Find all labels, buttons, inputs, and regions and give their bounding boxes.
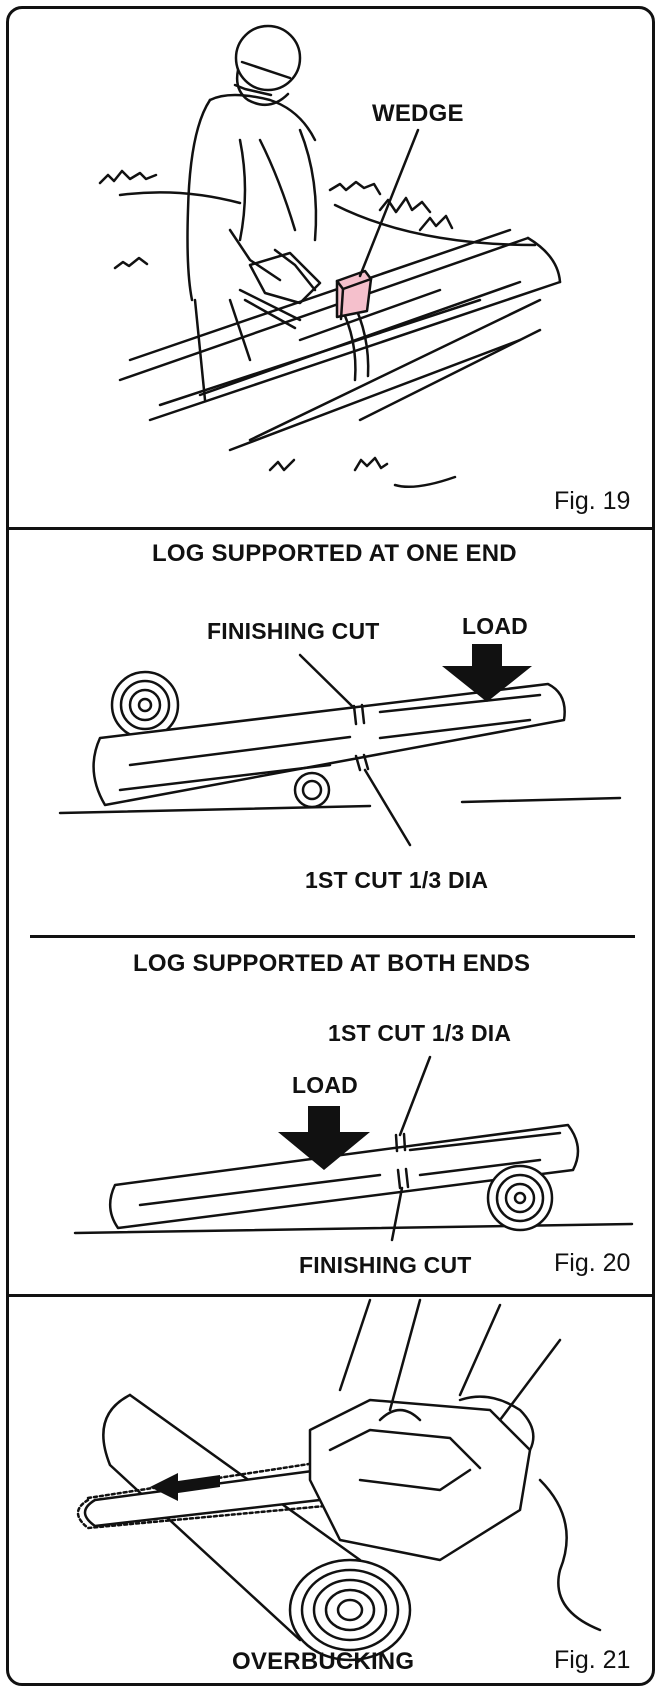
both-ends-title: LOG SUPPORTED AT BOTH ENDS <box>133 950 531 977</box>
log-top-edge <box>118 236 530 382</box>
load-arrow-icon-2 <box>278 1106 370 1170</box>
small-support-round <box>293 771 331 809</box>
chainsaw <box>248 251 322 305</box>
ground-right <box>460 796 622 804</box>
guide-bar <box>83 1468 322 1528</box>
grass-tuft <box>98 169 158 185</box>
wedge-label: WEDGE <box>372 100 464 127</box>
both-ends-finishing-cut: FINISHING CUT <box>299 1252 472 1278</box>
fig20-label: Fig. 20 <box>554 1249 631 1277</box>
log-both-ends <box>109 1123 580 1230</box>
divider-fig20 <box>9 1294 652 1297</box>
fig19-illustration <box>98 24 562 488</box>
fig21-label: Fig. 21 <box>554 1646 631 1674</box>
fig20-one-end-illustration <box>58 644 622 847</box>
finishing-cut-leader <box>298 653 356 710</box>
both-ends-load: LOAD <box>292 1072 358 1098</box>
divider-fig19 <box>9 527 652 530</box>
both-first-cut-leader <box>398 1055 432 1137</box>
one-end-title: LOG SUPPORTED AT ONE END <box>152 540 517 567</box>
both-ends-first-cut: 1ST CUT 1/3 DIA <box>328 1020 512 1046</box>
fig20-both-ends-illustration <box>73 1055 634 1242</box>
wedge-leader-line <box>358 128 420 278</box>
log-end-rings <box>288 1558 412 1662</box>
both-finishing-cut-leader <box>390 1186 404 1242</box>
load-arrow-icon <box>442 644 532 702</box>
log-cylinder <box>102 1393 302 1642</box>
chainsaw-body <box>308 1398 532 1562</box>
one-end-finishing-cut: FINISHING CUT <box>207 618 380 644</box>
divider-fig20-mid <box>30 935 635 938</box>
one-end-load: LOAD <box>462 613 528 639</box>
one-end-first-cut: 1ST CUT 1/3 DIA <box>305 867 489 893</box>
log-one-end <box>92 682 566 807</box>
hard-hat <box>234 24 302 92</box>
ground-left <box>58 804 372 815</box>
overbucking-caption: OVERBUCKING <box>232 1648 415 1675</box>
first-cut-leader <box>363 768 412 847</box>
direction-arrow-icon <box>150 1473 220 1501</box>
ground-both <box>73 1222 634 1235</box>
power-cord <box>538 1478 602 1632</box>
fig19-label: Fig. 19 <box>554 487 631 515</box>
